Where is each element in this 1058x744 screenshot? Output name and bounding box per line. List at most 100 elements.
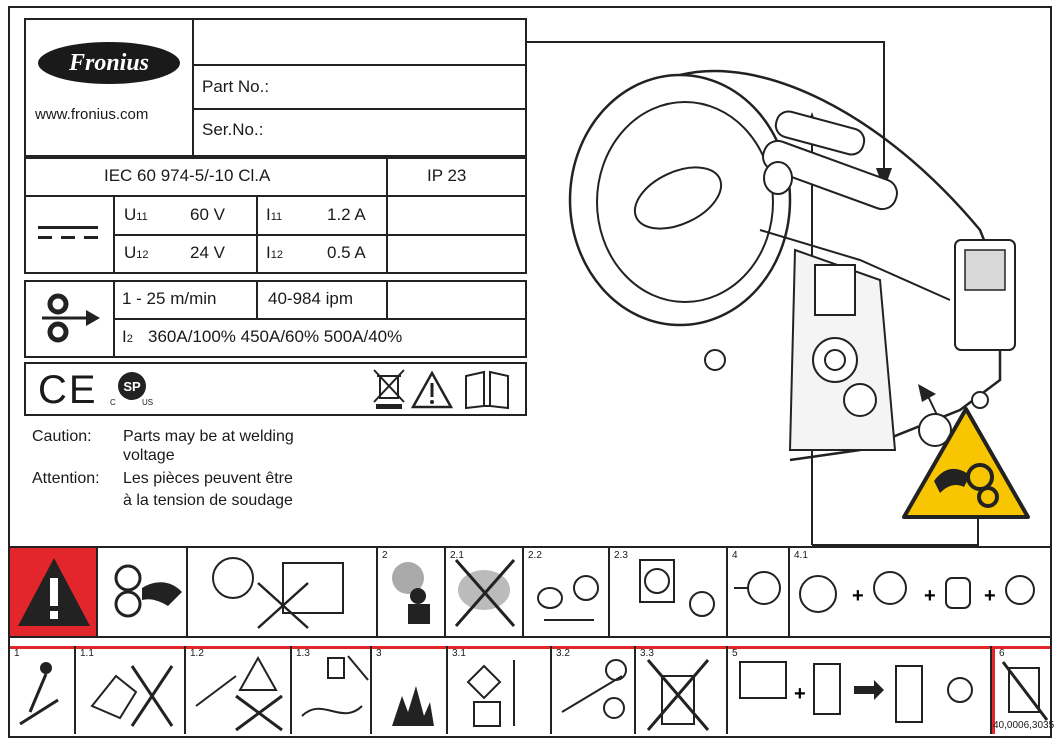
crush-hazard-warning-icon bbox=[902, 407, 1030, 519]
manual-book-icon bbox=[465, 370, 509, 410]
u12-symbol: U bbox=[124, 243, 137, 262]
csa-icon: SP bbox=[118, 372, 146, 400]
pictogram-3-3-cell: 3.3 bbox=[636, 646, 728, 734]
u11-label: U11 bbox=[124, 205, 148, 225]
pictogram-number: 3.3 bbox=[640, 648, 654, 659]
roller-pinch-cell bbox=[98, 548, 188, 636]
pictogram-number: 2.1 bbox=[450, 550, 464, 561]
pictogram-number: 4 bbox=[732, 550, 738, 561]
electric-shock-icon bbox=[19, 662, 59, 726]
doc-code: 40,0006,3035 bbox=[993, 720, 1055, 731]
caution-fr-label: Attention: bbox=[32, 470, 100, 487]
wire-divider bbox=[386, 280, 388, 318]
pictogram-number: 1.2 bbox=[190, 648, 204, 659]
arc-rays-icon bbox=[734, 571, 781, 605]
part-no-label: Part No.: bbox=[202, 77, 270, 96]
pictogram-number: 3 bbox=[376, 648, 382, 659]
top-pictogram-strip: 2 2.1 2.2 2.3 4 4.1 + + + bbox=[8, 546, 1052, 638]
pictogram-number: 3.1 bbox=[452, 648, 466, 659]
fire-hazard-icon bbox=[392, 686, 434, 726]
u11-sub: 11 bbox=[136, 211, 148, 223]
exclamation-warning-icon bbox=[18, 558, 90, 626]
i2-label: I2 bbox=[122, 327, 133, 347]
caution-en-line2: voltage bbox=[123, 447, 175, 464]
no-welding-containers-icon bbox=[646, 659, 710, 731]
pictogram-number: 1 bbox=[14, 648, 20, 659]
pictogram-2-2-cell: 2.2 bbox=[524, 548, 610, 636]
dc-row-line bbox=[113, 234, 527, 236]
fume-extraction-icon bbox=[537, 575, 599, 621]
wire-row-line bbox=[113, 318, 527, 320]
wire-speed-imperial: 40-984 ipm bbox=[268, 289, 354, 308]
pictogram-1-cell: 1 bbox=[10, 646, 76, 734]
csa-us: US bbox=[142, 398, 154, 407]
sparks-icon bbox=[561, 659, 627, 719]
wire-speed-metric: 1 - 25 m/min bbox=[122, 289, 217, 308]
svg-text:SP: SP bbox=[123, 379, 141, 394]
roller-pinch-icon bbox=[114, 564, 182, 618]
i11-label: I11 bbox=[266, 205, 282, 225]
ip-rating: IP 23 bbox=[427, 166, 467, 185]
duty-cycle: 360A/100% 450A/60% 500A/40% bbox=[148, 327, 403, 346]
no-disposal-icon bbox=[1001, 661, 1049, 721]
pictogram-2-1-cell: 2.1 bbox=[446, 548, 524, 636]
ventilation-icon bbox=[639, 559, 715, 617]
caution-en-line1: Parts may be at welding bbox=[123, 428, 294, 445]
feeder-open-icon bbox=[212, 557, 344, 629]
pictogram-number: 2.2 bbox=[528, 550, 542, 561]
pictogram-number: 2 bbox=[382, 550, 388, 561]
pictogram-number: 5 bbox=[732, 648, 738, 659]
u11-value: 60 V bbox=[190, 205, 225, 224]
pictogram-4-cell: 4 bbox=[728, 548, 790, 636]
standard-text: IEC 60 974-5/-10 Cl.A bbox=[104, 166, 271, 185]
i11-symbol: I bbox=[266, 205, 271, 224]
no-breathing-fumes-icon bbox=[454, 559, 516, 627]
isolation-icon bbox=[195, 655, 283, 732]
pictogram-number: 6 bbox=[999, 648, 1005, 659]
pictogram-3-2-cell: 3.2 bbox=[552, 646, 636, 734]
i2-symbol: I bbox=[122, 327, 127, 346]
pictogram-1-2-cell: 1.2 bbox=[186, 646, 292, 734]
general-warning-cell bbox=[10, 548, 98, 636]
pictogram-2-3-cell: 2.3 bbox=[610, 548, 728, 636]
red-separator-line bbox=[8, 646, 1052, 649]
pictogram-1-1-cell: 1.1 bbox=[76, 646, 186, 734]
unplug-icon bbox=[301, 655, 369, 717]
pictogram-number: 4.1 bbox=[794, 550, 808, 561]
ser-no-label: Ser.No.: bbox=[202, 120, 264, 139]
wire-feeder-illustration bbox=[568, 69, 1016, 462]
caution-fr-line1: Les pièces peuvent être bbox=[123, 470, 293, 487]
i11-sub: 11 bbox=[270, 211, 283, 223]
cert-block bbox=[24, 362, 527, 416]
i12-label: I12 bbox=[266, 243, 283, 263]
i2-sub: 2 bbox=[126, 333, 133, 345]
pictogram-5-cell: 5 + bbox=[728, 646, 992, 734]
svg-text:+: + bbox=[984, 585, 996, 607]
ppe-icon: + + + bbox=[799, 571, 1035, 613]
header-row-line bbox=[192, 64, 527, 66]
u12-label: U12 bbox=[124, 243, 149, 263]
no-bare-hands-icon bbox=[90, 665, 174, 727]
i11-value: 1.2 A bbox=[327, 205, 366, 224]
feeder-open-cell bbox=[188, 548, 378, 636]
u12-value: 24 V bbox=[190, 243, 225, 262]
csa-c: C bbox=[110, 398, 116, 407]
wire-feed-icon bbox=[42, 293, 100, 343]
dc-symbol-icon bbox=[38, 226, 98, 242]
pictogram-number: 3.2 bbox=[556, 648, 570, 659]
svg-text:+: + bbox=[794, 683, 806, 705]
wire-divider bbox=[256, 280, 258, 318]
svg-text:+: + bbox=[924, 585, 936, 607]
csa-mark: SP C US bbox=[110, 370, 154, 410]
pictogram-3-cell: 3 bbox=[372, 646, 448, 734]
u11-symbol: U bbox=[124, 205, 137, 224]
caution-en-label: Caution: bbox=[32, 428, 92, 445]
pictogram-1-3-cell: 1.3 bbox=[292, 646, 372, 734]
pictogram-6-cell: 6 40,0006,3035 bbox=[992, 646, 1054, 734]
i12-value: 0.5 A bbox=[327, 243, 366, 262]
header-block bbox=[24, 18, 527, 157]
svg-text:+: + bbox=[852, 585, 864, 607]
header-row-line bbox=[192, 108, 527, 110]
i12-symbol: I bbox=[266, 243, 271, 262]
pictogram-number: 1.3 bbox=[296, 648, 310, 659]
